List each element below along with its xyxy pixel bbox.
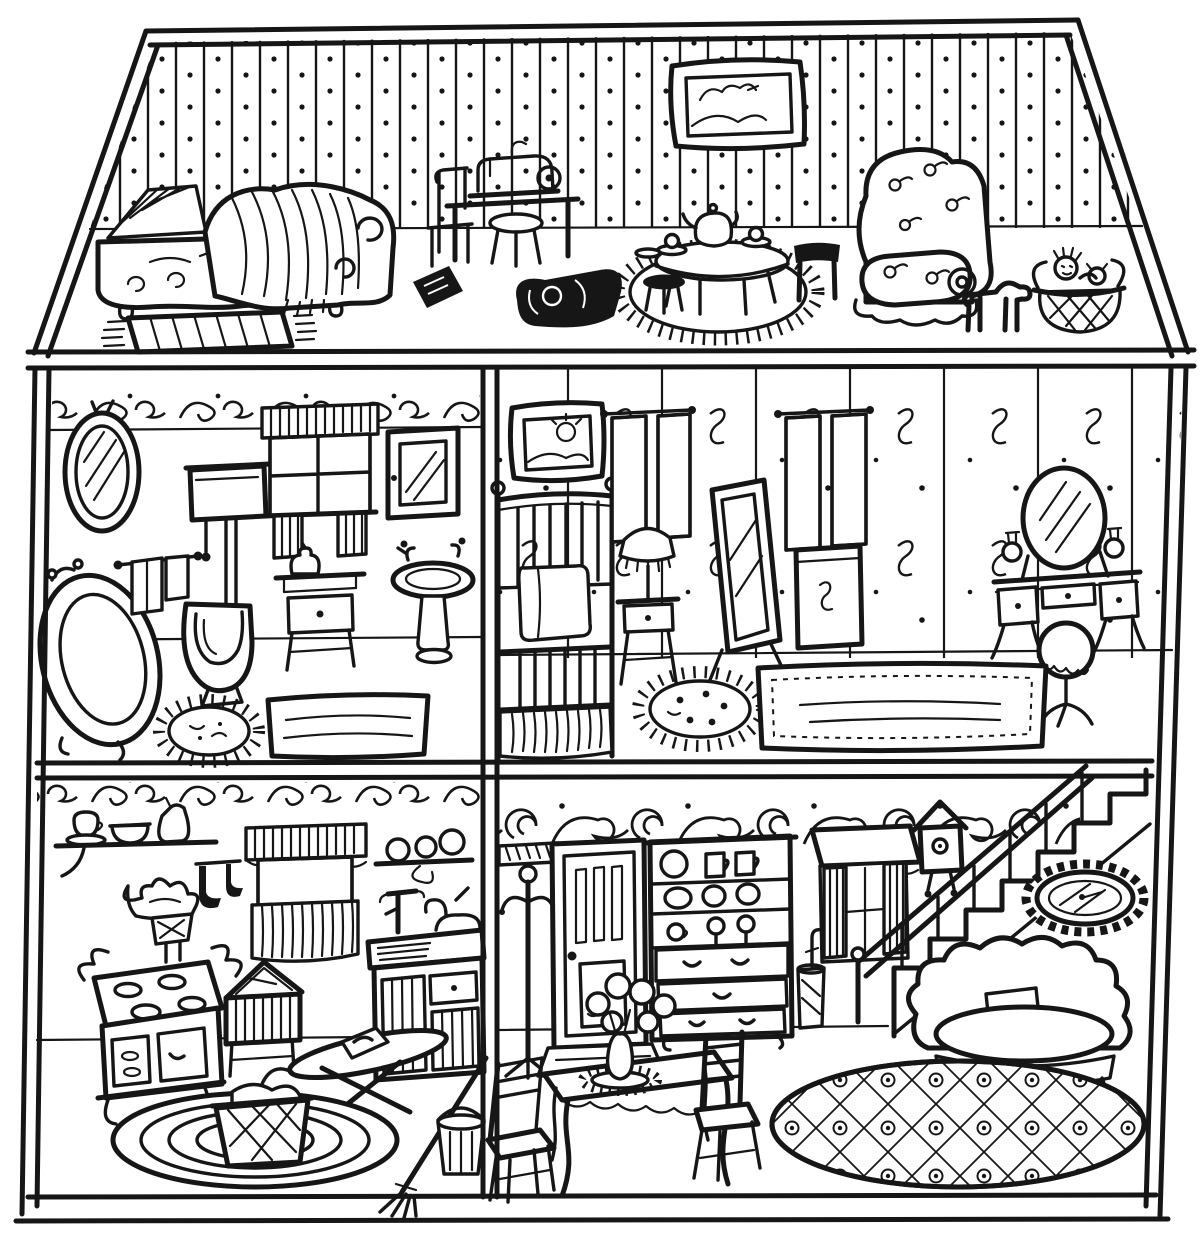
bathroom-mirror [62, 399, 142, 534]
bathroom-tub [37, 558, 163, 762]
house-structure [13, 17, 1197, 1224]
bedroom-cheval-mirror [704, 477, 790, 692]
living-wall-mirror [1021, 859, 1149, 937]
left-wall [19, 365, 52, 1217]
room-kitchen [53, 796, 489, 1220]
kitchen-stockings [194, 859, 243, 909]
attic-tea-table [634, 202, 790, 316]
bedroom-vanity-stool [1036, 620, 1096, 728]
roof-left-slope [31, 28, 161, 359]
attic-bed [95, 181, 397, 321]
living-round-rug [769, 1058, 1147, 1190]
attic-toy-basket [1031, 246, 1127, 334]
middle-floor-line [34, 758, 1155, 781]
room-attic [95, 57, 1127, 355]
bathroom-spiky-mat [153, 694, 265, 768]
room-living [485, 763, 1158, 1204]
attic-floor-line [25, 347, 1197, 371]
bathroom-rect-rug [265, 692, 431, 761]
attic-armchair [853, 147, 994, 327]
living-door [536, 837, 666, 1078]
living-flower-vase [578, 972, 677, 1096]
bedroom-vanity [990, 465, 1146, 660]
kitchen-toy-cradle-box [223, 959, 305, 1078]
living-coat-stand [499, 864, 557, 1080]
right-wall [1143, 365, 1189, 1219]
bathroom-window [260, 402, 380, 560]
kitchen-stove [77, 877, 243, 1126]
attic-rug [100, 309, 318, 355]
attic-sewing-stool [488, 212, 544, 268]
kitchen-window [244, 822, 368, 963]
bathroom-washstand [273, 540, 367, 672]
room-bedroom [490, 400, 1146, 763]
bathroom-sink [390, 537, 476, 665]
bottom-floor-line [13, 1192, 1171, 1224]
attic-stool-on-rug [643, 274, 685, 315]
kitchen-crockery-shelf [53, 796, 219, 878]
living-umbrella-stand [796, 927, 826, 1030]
living-door-trim [497, 841, 558, 867]
kitchen-broom-bucket [378, 1055, 489, 1220]
bathroom-cabinet [385, 425, 461, 521]
bathroom-toilet [181, 461, 273, 708]
bedroom-lamp-nightstand [615, 526, 681, 686]
room-bathroom [37, 399, 476, 768]
roof-right-slope [1063, 17, 1191, 359]
attic-stool-right [794, 242, 840, 303]
roof-top-edge [143, 17, 1081, 48]
bedroom-chest [793, 543, 865, 651]
living-hutch [641, 833, 799, 1052]
attic-sewing-machine [426, 140, 581, 268]
attic-toy-horse [961, 280, 1033, 333]
attic-book [413, 266, 463, 308]
bedroom-spiky-rug [632, 666, 768, 752]
attic-toy-cradle [516, 269, 622, 328]
bathroom-towel-rail [113, 551, 203, 616]
kitchen-laundry-basket [209, 1067, 315, 1169]
attic-picture [668, 57, 807, 152]
room-divider-wall [480, 365, 500, 1200]
living-chair-right [692, 1029, 762, 1182]
kitchen-water-pump [378, 888, 426, 935]
bedroom-rect-rug [755, 660, 1049, 754]
kitchen-fruit-shelf [373, 828, 475, 884]
bedroom-picture [507, 400, 607, 484]
